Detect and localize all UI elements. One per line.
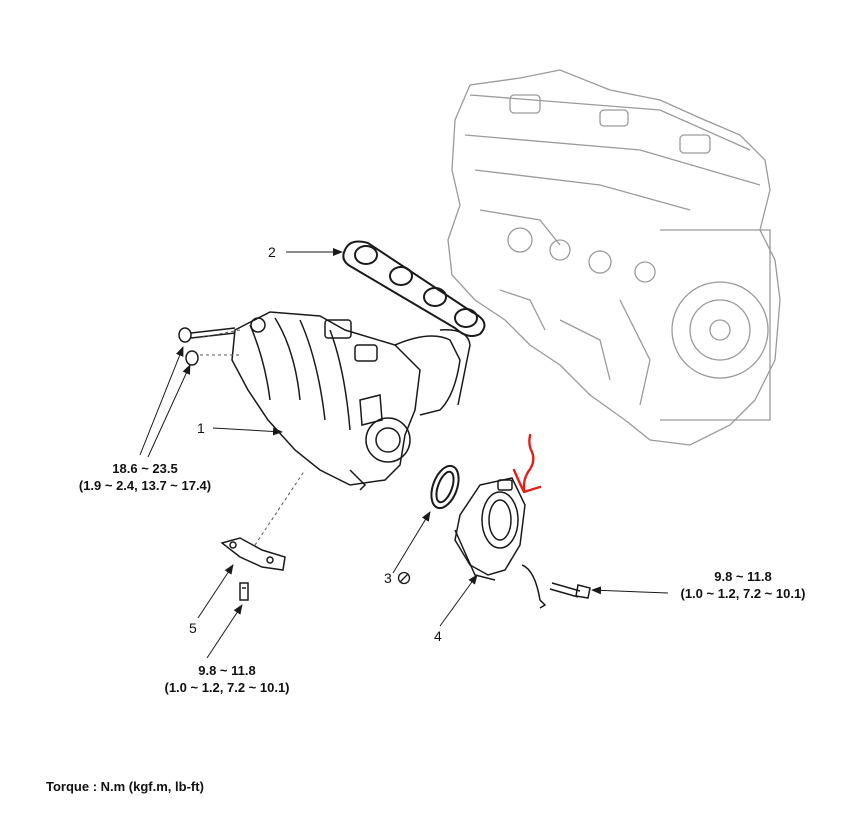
torque-alt-units: (1.9 ~ 2.4, 13.7 ~ 17.4) bbox=[78, 478, 212, 493]
callout-4: 4 bbox=[434, 628, 442, 644]
alignment-lines bbox=[197, 329, 306, 546]
torque-nm: 9.8 ~ 11.8 bbox=[714, 569, 772, 584]
callout-1: 1 bbox=[197, 420, 205, 436]
do-not-reuse-icon bbox=[397, 571, 411, 585]
throttle-bolt bbox=[549, 582, 591, 599]
throttle-body bbox=[454, 477, 547, 609]
intake-manifold bbox=[231, 311, 471, 491]
manifold-bolt bbox=[178, 327, 236, 343]
bracket-bolt bbox=[239, 582, 249, 601]
torque-spec-manifold: 18.6 ~ 23.5 (1.9 ~ 2.4, 13.7 ~ 17.4) bbox=[56, 460, 234, 494]
torque-nm: 9.8 ~ 11.8 bbox=[198, 663, 256, 678]
leader-lines bbox=[139, 248, 669, 659]
throttle-body-gasket bbox=[430, 464, 460, 510]
intake-manifold-gasket bbox=[342, 240, 486, 337]
torque-spec-bracket: 9.8 ~ 11.8 (1.0 ~ 1.2, 7.2 ~ 10.1) bbox=[137, 662, 317, 696]
torque-units-footnote: Torque : N.m (kgf.m, lb-ft) bbox=[46, 779, 204, 794]
red-markup-arrow bbox=[512, 433, 542, 494]
callout-3: 3 bbox=[384, 570, 392, 586]
engine-block bbox=[447, 69, 781, 446]
torque-spec-throttle-body: 9.8 ~ 11.8 (1.0 ~ 1.2, 7.2 ~ 10.1) bbox=[653, 568, 833, 602]
manifold-nut bbox=[185, 350, 199, 366]
torque-alt-units: (1.0 ~ 1.2, 7.2 ~ 10.1) bbox=[680, 586, 806, 601]
torque-nm: 18.6 ~ 23.5 bbox=[112, 461, 178, 476]
callout-2: 2 bbox=[268, 244, 276, 260]
callout-5: 5 bbox=[189, 620, 197, 636]
torque-alt-units: (1.0 ~ 1.2, 7.2 ~ 10.1) bbox=[164, 680, 290, 695]
bracket bbox=[220, 537, 286, 571]
